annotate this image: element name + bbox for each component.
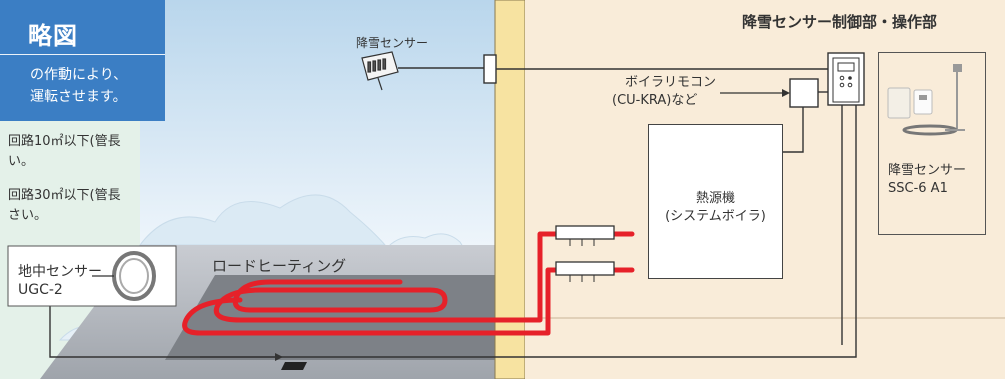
ground-sensor-label-2: UGC-2 [18, 282, 63, 298]
ground-sensor-marker [281, 362, 307, 370]
heat-source-label-1: 熱源機 [695, 191, 735, 206]
heating-pipe [182, 231, 635, 336]
product-illustration [887, 64, 965, 136]
control-wiring [49, 54, 857, 358]
road-heating-label: ロードヒーティング [212, 257, 347, 275]
banner-title: 略図 [28, 22, 78, 50]
control-unit [827, 52, 865, 106]
boiler-remote-label-2: (CU-KRA)など [612, 93, 698, 108]
note-1-line-2: い。 [8, 154, 35, 169]
heat-source-label-2: (システムボイラ) [665, 209, 766, 224]
product-label-1: 降雪センサー [888, 163, 967, 178]
title-banner: 略図 の作動により、 運転させます。 [0, 0, 165, 121]
banner-line-1: の作動により、 [30, 67, 128, 83]
remote-arrow [720, 89, 790, 97]
manifold-lower [555, 261, 615, 282]
banner-divider [0, 54, 165, 55]
product-label-2: SSC-6 A1 [888, 181, 948, 196]
boiler-remote-label-1: ボイラリモコン [625, 75, 717, 90]
manifold-upper [555, 225, 615, 246]
note-2-line-2: さい。 [8, 208, 48, 223]
note-1-line-1: 回路10㎡以下(管長 [8, 134, 121, 149]
snow-sensor-label: 降雪センサー [356, 36, 429, 50]
heat-source-box: 熱源機 (システムボイラ) [648, 124, 783, 279]
boiler-remote-box [789, 78, 819, 108]
snow-sensor-device [361, 51, 399, 91]
note-2-line-1: 回路30㎡以下(管長 [8, 188, 121, 203]
banner-line-2: 運転させます。 [30, 89, 127, 105]
control-unit-label: 降雪センサー制御部・操作部 [742, 13, 938, 31]
ground-sensor-label-1: 地中センサー [18, 264, 102, 280]
bottom-arrow [200, 353, 283, 361]
